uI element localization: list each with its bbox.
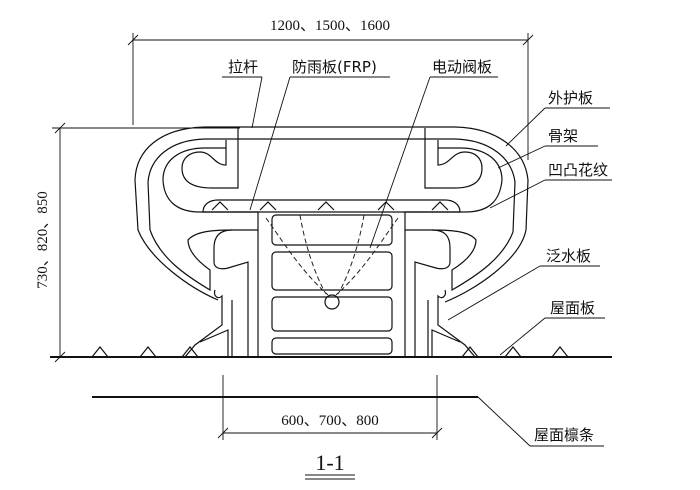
outer-shield-label: 外护板 bbox=[548, 89, 593, 107]
rain-plate-label: 防雨板(FRP) bbox=[292, 58, 377, 76]
damper-arcs bbox=[265, 214, 399, 310]
outer-shield bbox=[134, 126, 529, 303]
purlin-callout: 屋面檩条 bbox=[477, 396, 604, 447]
section-title: 1-1 bbox=[315, 450, 344, 475]
frame-callout: 骨架 bbox=[497, 127, 598, 169]
roof-panel-callout: 屋面板 bbox=[499, 299, 605, 356]
motorized-damper-label: 电动阀板 bbox=[432, 58, 492, 76]
rain-plate bbox=[202, 199, 461, 213]
pattern-callout: 凹凸花纹 bbox=[489, 161, 612, 209]
frame-left bbox=[181, 128, 239, 189]
bottom-dimension: 600、700、800 bbox=[217, 375, 443, 440]
rain-plate-callout: 防雨板(FRP) bbox=[249, 58, 390, 211]
damper-pivot bbox=[324, 294, 340, 310]
frame-label: 骨架 bbox=[548, 127, 578, 145]
tie-rod-callout: 拉杆 bbox=[222, 58, 263, 129]
frame-right bbox=[424, 128, 483, 189]
roof-purlin-label: 屋面檩条 bbox=[534, 426, 594, 444]
central-housing bbox=[213, 214, 451, 357]
outer-shield-callout: 外护板 bbox=[505, 89, 610, 147]
height-dimension: 730、820、850 bbox=[35, 122, 240, 363]
top-width-label: 1200、1500、1600 bbox=[270, 18, 390, 34]
embossed-pattern-label: 凹凸花纹 bbox=[548, 161, 608, 179]
flashing-callout: 泛水板 bbox=[447, 247, 600, 321]
flashing-label: 泛水板 bbox=[546, 247, 591, 265]
roof-panel-label: 屋面板 bbox=[550, 299, 595, 317]
tie-rod-label: 拉杆 bbox=[228, 58, 258, 76]
height-label: 730、820、850 bbox=[35, 191, 51, 289]
roof-panel-line bbox=[50, 346, 612, 358]
bottom-width-label: 600、700、800 bbox=[281, 413, 379, 429]
flashing bbox=[184, 289, 476, 358]
top-dimension: 1200、1500、1600 bbox=[127, 18, 534, 160]
damper-callout: 电动阀板 bbox=[369, 58, 498, 249]
